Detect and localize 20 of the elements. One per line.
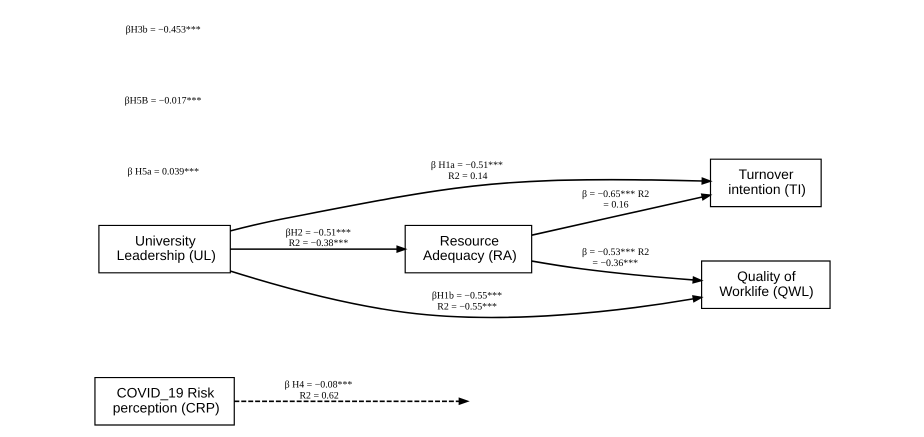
- edge-label: β = −0.53*** R2 = −0.36***: [582, 247, 649, 269]
- edge-label: βH2 = −0.51*** R2 = −0.38***: [285, 227, 350, 250]
- node-box: University Leadership (UL): [98, 224, 230, 274]
- label: βH5B = −0.017***: [124, 95, 201, 106]
- edge-label: β H1a = −0.51*** R2 = 0.14: [430, 160, 503, 182]
- edge-label: βH1b = −0.55*** R2 = −0.55***: [431, 290, 502, 312]
- label: βH3b = −0.453***: [125, 24, 200, 36]
- node-box: Resource Adequacy (RA): [404, 224, 532, 274]
- node-box: Quality of Worklife (QWL): [700, 260, 830, 309]
- edge-label: β = −0.65*** R2 = 0.16: [582, 188, 649, 211]
- label: β H5a = 0.039***: [127, 166, 199, 178]
- arrow: [531, 193, 712, 236]
- arrow: [230, 245, 407, 253]
- arrow: [230, 177, 712, 232]
- node-box: Turnover intention (TI): [709, 158, 822, 208]
- edge-label: β H4 = −0.08*** R2 = 0.62: [284, 379, 352, 402]
- arrow: [230, 270, 704, 318]
- arrow: [234, 397, 470, 406]
- arrow: [531, 260, 704, 284]
- node-box: COVID_19 Risk perception (CRP): [94, 376, 234, 426]
